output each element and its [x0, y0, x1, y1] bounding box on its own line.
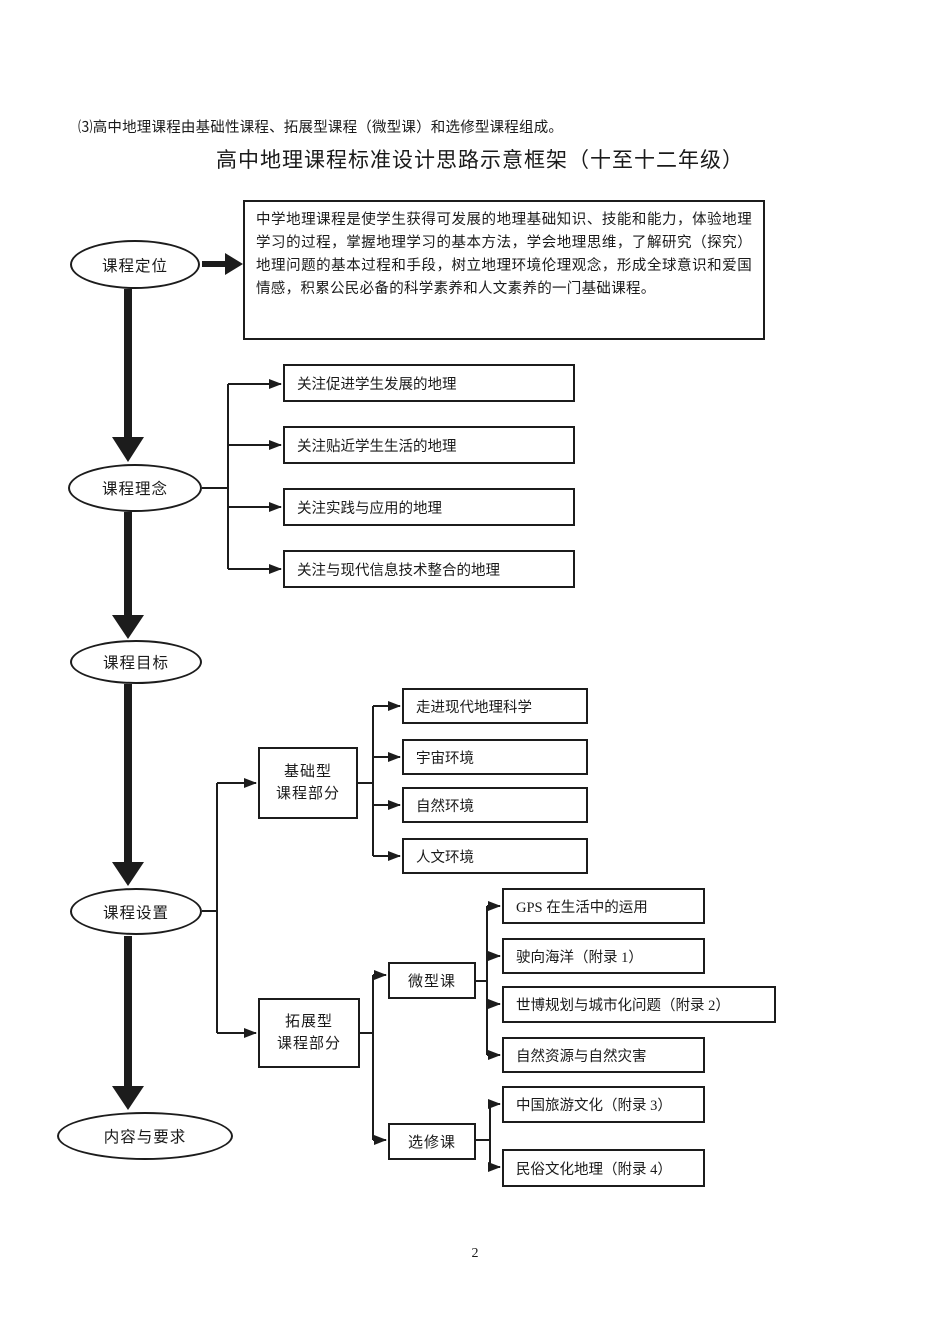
idea-box-4: 关注与现代信息技术整合的地理	[283, 550, 575, 588]
course-label: 驶向海洋（附录 1）	[516, 949, 643, 966]
module-box-1: 走进现代地理科学	[402, 688, 588, 724]
module-box-2: 宇宙环境	[402, 739, 588, 775]
idea-box-1: 关注促进学生发展的地理	[283, 364, 575, 402]
course-definition-box: 中学地理课程是使学生获得可发展的地理基础知识、技能和能力，体验地理学习的过程，掌…	[243, 200, 765, 340]
idea-label: 关注贴近学生生活的地理	[297, 438, 457, 455]
stage-course-philosophy: 课程理念	[68, 464, 202, 512]
elective-item-1: 中国旅游文化（附录 3）	[502, 1086, 705, 1123]
idea-label: 关注促进学生发展的地理	[297, 376, 457, 393]
stage-label: 课程定位	[101, 257, 168, 275]
stage-label: 内容与要求	[103, 1129, 187, 1146]
course-label: GPS 在生活中的运用	[516, 899, 648, 916]
stage-course-positioning: 课程定位	[70, 240, 200, 289]
stage-course-setup: 课程设置	[70, 888, 202, 935]
micro-item-1: GPS 在生活中的运用	[502, 888, 705, 924]
fat-arrow-down-icon	[112, 936, 144, 1110]
micro-course-box: 微型课	[388, 962, 476, 999]
micro-item-4: 自然资源与自然灾害	[502, 1037, 705, 1073]
expanded-part-line2: 课程部分	[276, 1036, 341, 1052]
elective-item-2: 民俗文化地理（附录 4）	[502, 1149, 705, 1187]
micro-item-2: 驶向海洋（附录 1）	[502, 938, 705, 974]
elective-course-label: 选修课	[407, 1135, 456, 1151]
module-label: 自然环境	[416, 798, 474, 815]
stage-label: 课程目标	[102, 655, 169, 672]
diagram-title: 高中地理课程标准设计思路示意框架（十至十二年级）	[216, 148, 744, 172]
course-definition-text: 中学地理课程是使学生获得可发展的地理基础知识、技能和能力，体验地理学习的过程，掌…	[256, 212, 752, 297]
module-label: 宇宙环境	[416, 750, 474, 767]
stage-content-requirements: 内容与要求	[57, 1112, 233, 1160]
expanded-part-box: 拓展型 课程部分	[258, 998, 360, 1068]
module-label: 走进现代地理科学	[416, 699, 532, 716]
course-label: 民俗文化地理（附录 4）	[516, 1161, 672, 1178]
stage-course-objectives: 课程目标	[70, 640, 202, 684]
basic-part-line2: 课程部分	[275, 786, 340, 802]
module-label: 人文环境	[416, 849, 474, 866]
course-label: 世博规划与城市化问题（附录 2）	[516, 998, 730, 1014]
micro-item-3: 世博规划与城市化问题（附录 2）	[502, 986, 776, 1023]
basic-part-line1: 基础型	[283, 764, 332, 780]
fat-arrow-right-icon	[202, 253, 243, 275]
micro-course-label: 微型课	[407, 974, 456, 990]
idea-label: 关注实践与应用的地理	[297, 500, 442, 517]
page-number: 2	[471, 1246, 479, 1261]
stage-label: 课程理念	[101, 481, 168, 498]
course-label: 自然资源与自然灾害	[516, 1048, 647, 1065]
basic-part-box: 基础型 课程部分	[258, 747, 358, 819]
fat-arrow-down-icon	[112, 684, 144, 886]
elective-course-box: 选修课	[388, 1123, 476, 1160]
idea-box-2: 关注贴近学生生活的地理	[283, 426, 575, 464]
idea-label: 关注与现代信息技术整合的地理	[297, 562, 500, 579]
idea-box-3: 关注实践与应用的地理	[283, 488, 575, 526]
expanded-part-line1: 拓展型	[284, 1014, 333, 1030]
fat-arrow-down-icon	[112, 289, 144, 462]
fat-arrow-down-icon	[112, 512, 144, 639]
module-box-4: 人文环境	[402, 838, 588, 874]
course-label: 中国旅游文化（附录 3）	[516, 1098, 672, 1114]
intro-paragraph: ⑶高中地理课程由基础性课程、拓展型课程（微型课）和选修型课程组成。	[78, 120, 564, 136]
module-box-3: 自然环境	[402, 787, 588, 823]
stage-label: 课程设置	[102, 904, 169, 922]
